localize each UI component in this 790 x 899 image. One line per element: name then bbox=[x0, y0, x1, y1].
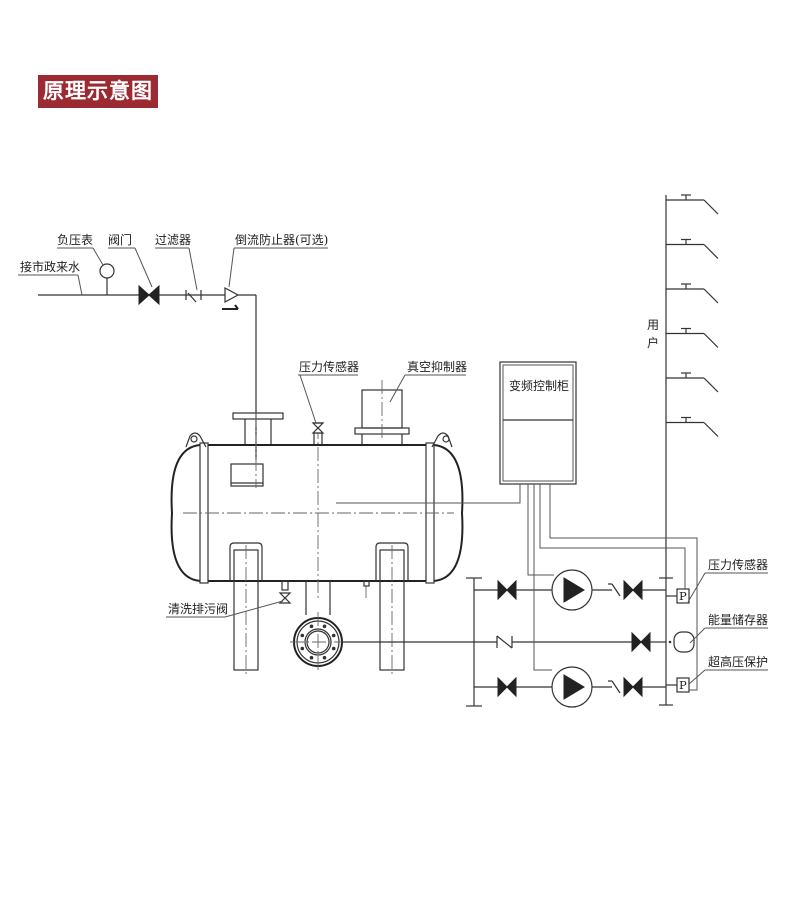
bypass-line bbox=[474, 631, 666, 653]
suction-header bbox=[342, 577, 482, 707]
user-branch bbox=[666, 238, 719, 259]
user-riser bbox=[666, 194, 719, 437]
user-branch bbox=[666, 372, 719, 393]
label-vfd-cabinet: 变频控制柜 bbox=[509, 378, 569, 393]
flange-bolt bbox=[331, 633, 336, 638]
label-energy-accumulator: 能量储存器 bbox=[708, 612, 768, 627]
control-wires bbox=[336, 484, 698, 691]
water-tank bbox=[170, 380, 464, 675]
label-overpressure-protection: 超高压保护 bbox=[708, 654, 768, 669]
outlet-flange-icon bbox=[290, 612, 346, 672]
inlet-pipe bbox=[38, 294, 257, 460]
flange-bolt bbox=[309, 624, 314, 629]
energy-accumulator-icon bbox=[668, 631, 695, 653]
label-outlet-pressure-sensor: 压力传感器 bbox=[708, 557, 768, 572]
user-branch bbox=[666, 416, 719, 437]
label-filter: 过滤器 bbox=[155, 233, 191, 247]
label-users-2: 户 bbox=[647, 335, 659, 350]
label-valve: 阀门 bbox=[108, 232, 132, 247]
label-users-1: 用 bbox=[647, 318, 659, 332]
discharge-header bbox=[659, 195, 673, 706]
flange-bolt bbox=[300, 646, 305, 651]
svg-text:P: P bbox=[679, 589, 687, 603]
page-title: 原理示意图 bbox=[38, 75, 158, 108]
outlet-pressure-sensor-icon: P bbox=[666, 588, 690, 604]
overpressure-switch-icon: P bbox=[666, 677, 690, 693]
label-vacuum-gauge: 负压表 bbox=[57, 233, 93, 247]
backflow-preventer-icon bbox=[222, 286, 240, 310]
filter-icon bbox=[185, 290, 202, 303]
flange-bolt bbox=[322, 655, 327, 660]
flange-bolt bbox=[309, 655, 314, 660]
pump-row bbox=[474, 569, 666, 611]
check-valve-icon bbox=[611, 583, 621, 597]
tank-pressure-sensor-icon bbox=[311, 422, 325, 434]
user-branch bbox=[666, 283, 719, 304]
valve-icon bbox=[138, 284, 160, 306]
label-backflow-preventer: 倒流防止器(可选) bbox=[235, 232, 328, 247]
pump-row bbox=[474, 666, 666, 708]
check-valve-icon bbox=[611, 680, 621, 694]
vfd-cabinet bbox=[499, 361, 577, 485]
label-inlet: 接市政来水 bbox=[20, 259, 80, 274]
valve-icon bbox=[623, 676, 634, 698]
label-drain-valve: 清洗排污阀 bbox=[168, 602, 228, 616]
drain-valve-icon bbox=[278, 592, 292, 604]
valve-icon bbox=[497, 676, 508, 698]
user-branch bbox=[666, 194, 719, 215]
vacuum-gauge-icon bbox=[99, 263, 115, 295]
label-tank-pressure-sensor: 压力传感器 bbox=[299, 359, 359, 374]
flange-bolt bbox=[300, 633, 305, 638]
user-branch bbox=[666, 327, 719, 348]
valve-icon bbox=[623, 579, 634, 601]
flange-bolt bbox=[331, 646, 336, 651]
flange-bolt bbox=[322, 624, 327, 629]
valve-icon bbox=[497, 579, 508, 601]
svg-text:P: P bbox=[679, 678, 687, 692]
label-vacuum-suppressor: 真空抑制器 bbox=[407, 359, 467, 374]
